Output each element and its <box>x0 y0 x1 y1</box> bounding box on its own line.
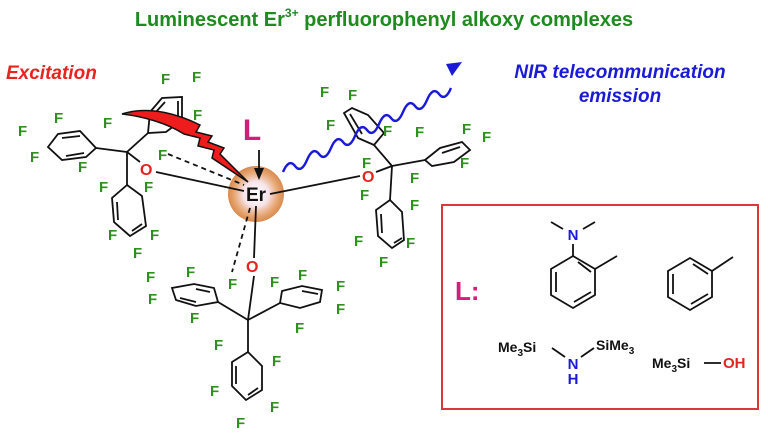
ligand-hmds: Me3Si N H SiMe3 <box>498 337 635 388</box>
svg-text:F: F <box>18 123 27 140</box>
svg-text:F: F <box>228 276 237 293</box>
fluorine-labels-upper-right: F F F F F F F F F F F F F F F <box>320 84 491 271</box>
svg-text:F: F <box>214 337 223 354</box>
svg-text:OH: OH <box>723 355 746 372</box>
svg-text:SiMe3: SiMe3 <box>596 337 635 357</box>
svg-text:F: F <box>348 87 357 104</box>
svg-text:F: F <box>270 399 279 416</box>
svg-text:F: F <box>108 227 117 244</box>
excitation-lightning-icon <box>121 109 249 183</box>
svg-text:F: F <box>482 129 491 146</box>
emission-label-line2: emission <box>579 86 661 107</box>
ligand-arrowhead <box>254 168 264 180</box>
pentafluorophenyl-ring <box>231 350 263 402</box>
bottom-alkoxide <box>170 275 324 402</box>
svg-text:F: F <box>103 115 112 132</box>
erbium-atom: Er <box>246 185 267 206</box>
er-o-bond-left <box>155 171 245 192</box>
svg-text:F: F <box>54 110 63 127</box>
figure-title: Luminescent Er3+ perfluorophenyl alkoxy … <box>135 6 633 31</box>
svg-text:F: F <box>295 320 304 337</box>
svg-text:F: F <box>383 123 392 140</box>
svg-text:F: F <box>410 170 419 187</box>
svg-text:F: F <box>150 227 159 244</box>
svg-text:F: F <box>161 71 170 88</box>
svg-text:Me3Si: Me3Si <box>652 355 690 375</box>
svg-text:F: F <box>148 291 157 308</box>
fluorine-labels-upper-left: F F F F F F F F F F F F F F <box>18 69 202 262</box>
pentafluorophenyl-ring <box>423 140 472 167</box>
svg-text:F: F <box>462 121 471 138</box>
pentafluorophenyl-ring <box>111 183 147 238</box>
svg-text:F: F <box>298 267 307 284</box>
svg-text:N: N <box>568 356 579 373</box>
oxygen-atom-bottom: O <box>246 259 258 276</box>
svg-text:F: F <box>360 187 369 204</box>
er-o-bond-bottom <box>253 205 257 259</box>
svg-text:F: F <box>78 159 87 176</box>
svg-text:F: F <box>406 235 415 252</box>
pentafluorophenyl-ring <box>170 283 220 307</box>
pentafluorophenyl-ring <box>46 130 98 161</box>
emission-arrowhead <box>446 62 462 76</box>
ligand-symbol: L <box>243 114 261 147</box>
upper-left-alkoxide <box>46 96 183 238</box>
svg-text:H: H <box>568 371 579 388</box>
svg-text:F: F <box>146 269 155 286</box>
ligand-toluene <box>667 256 734 312</box>
svg-text:F: F <box>336 278 345 295</box>
svg-text:F: F <box>158 147 167 164</box>
svg-text:F: F <box>336 301 345 318</box>
er-o-bond-right <box>269 175 361 195</box>
svg-text:Me3Si: Me3Si <box>498 339 536 359</box>
svg-text:F: F <box>144 179 153 196</box>
svg-text:F: F <box>270 274 279 291</box>
fluorine-labels-bottom: F F F F F F F F F F F F F F F <box>146 264 345 432</box>
svg-text:F: F <box>354 233 363 250</box>
emission-wave-icon <box>281 87 453 173</box>
svg-text:F: F <box>99 179 108 196</box>
oxygen-atom-left: O <box>140 162 152 179</box>
upper-right-alkoxide <box>342 106 472 250</box>
emission-label-line1: NIR telecommunication <box>514 62 725 83</box>
svg-text:F: F <box>272 353 281 370</box>
svg-text:F: F <box>236 415 245 432</box>
svg-text:F: F <box>190 310 199 327</box>
svg-text:F: F <box>30 149 39 166</box>
svg-text:F: F <box>415 124 424 141</box>
svg-text:F: F <box>193 107 202 124</box>
ligand-dimethyltoluidine: N <box>550 221 618 310</box>
ligand-box <box>441 204 759 410</box>
excitation-label: Excitation <box>6 63 97 84</box>
pentafluorophenyl-ring <box>342 106 386 147</box>
ligand-box-symbol: L: <box>455 276 480 306</box>
pentafluorophenyl-ring <box>278 285 324 309</box>
svg-text:F: F <box>320 84 329 101</box>
svg-text:F: F <box>410 197 419 214</box>
pentafluorophenyl-ring <box>375 198 405 250</box>
er-f-contact-left <box>167 153 245 186</box>
er-glow <box>228 166 284 222</box>
svg-text:F: F <box>326 117 335 134</box>
svg-text:F: F <box>210 383 219 400</box>
er-f-contact-bottom <box>231 207 251 273</box>
svg-text:F: F <box>186 264 195 281</box>
svg-text:F: F <box>379 254 388 271</box>
svg-text:F: F <box>460 155 469 172</box>
svg-text:F: F <box>362 155 371 172</box>
ligand-trimethylsilanol: Me3Si OH <box>652 355 746 375</box>
svg-text:F: F <box>133 245 142 262</box>
oxygen-atom-right: O <box>362 169 374 186</box>
svg-text:F: F <box>192 69 201 86</box>
svg-text:N: N <box>568 227 579 244</box>
